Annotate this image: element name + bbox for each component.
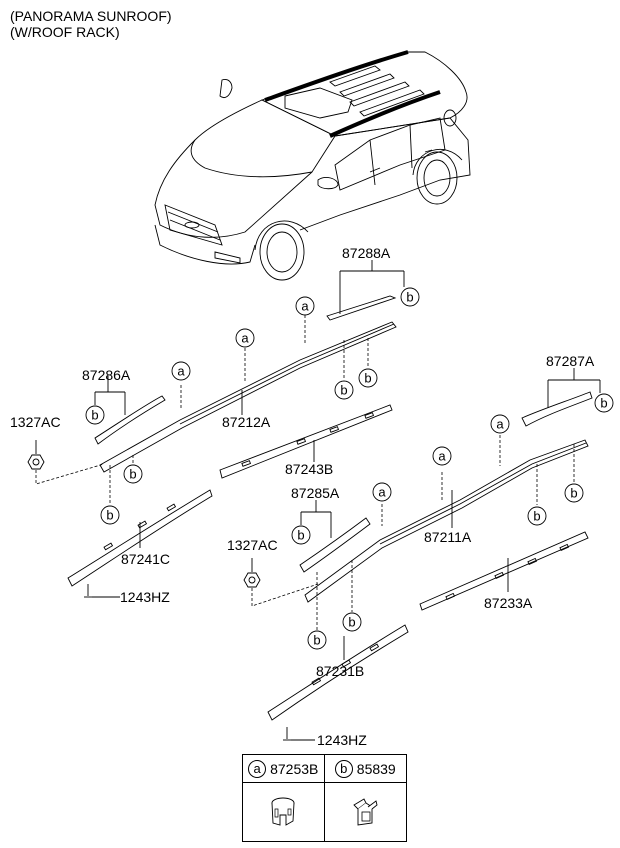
callout-a: a <box>490 414 510 434</box>
screw-1243HZ-left-icon <box>84 584 92 598</box>
svg-text:b: b <box>364 371 371 386</box>
part-87211A-shape[interactable] <box>304 439 589 603</box>
clip-cap-icon <box>271 797 295 826</box>
svg-text:b: b <box>570 486 577 501</box>
callout-b: b <box>291 525 311 545</box>
svg-text:b: b <box>129 467 136 482</box>
legend-image-b <box>325 783 407 841</box>
part-87231B-shape[interactable] <box>267 624 409 721</box>
svg-text:a: a <box>241 331 249 346</box>
legend-header-b: b 85839 <box>324 755 406 783</box>
callout-a: a <box>295 296 315 316</box>
callout-b: b <box>564 483 584 503</box>
label-87286A: 87286A <box>82 367 131 383</box>
label-87241C: 87241C <box>121 551 170 567</box>
roof-rail-right-highlight <box>329 90 441 138</box>
svg-text:b: b <box>406 290 413 305</box>
label-87287A: 87287A <box>546 353 595 369</box>
svg-text:b: b <box>297 528 304 543</box>
label-87211A: 87211A <box>424 529 472 545</box>
callout-a: a <box>235 328 255 348</box>
callout-b: b <box>85 405 105 425</box>
label-1243HZ-bottom: 1243HZ <box>317 732 367 748</box>
callout-b: b <box>358 368 378 388</box>
label-1327AC-mid: 1327AC <box>227 537 278 553</box>
callout-b: b <box>342 612 362 632</box>
callout-a: a <box>372 482 392 502</box>
svg-text:a: a <box>177 364 185 379</box>
nut-1327AC-left-icon <box>27 454 45 470</box>
svg-text:b: b <box>533 509 540 524</box>
label-1243HZ-left: 1243HZ <box>120 589 170 605</box>
retainer-clip-icon <box>353 798 378 826</box>
callout-b: b <box>100 505 120 525</box>
roof-rail-left-highlight <box>264 50 409 102</box>
svg-text:b: b <box>340 383 347 398</box>
callout-b: b <box>123 464 143 484</box>
svg-text:a: a <box>378 485 386 500</box>
svg-text:a: a <box>438 449 446 464</box>
part-87286A-shape[interactable] <box>94 395 166 445</box>
part-87233A-shape[interactable] <box>419 531 589 611</box>
callout-b: b <box>334 380 354 400</box>
part-87243B-shape[interactable] <box>219 404 393 479</box>
part-87285A-shape[interactable] <box>299 517 371 573</box>
part-87212A-shape[interactable] <box>99 321 397 473</box>
screw-1243HZ-bottom-icon <box>283 727 291 741</box>
callout-a: a <box>171 361 191 381</box>
callout-b: b <box>307 630 327 650</box>
svg-text:a: a <box>301 299 309 314</box>
part-87287A-shape[interactable] <box>521 391 593 427</box>
label-87212A: 87212A <box>222 414 271 430</box>
svg-text:b: b <box>91 408 98 423</box>
svg-text:a: a <box>496 417 504 432</box>
label-87288A: 87288A <box>342 245 391 261</box>
diagram-title-line1: (PANORAMA SUNROOF) <box>10 8 172 24</box>
nut-1327AC-mid-icon <box>243 572 261 588</box>
svg-text:b: b <box>600 396 607 411</box>
label-87243B: 87243B <box>285 461 333 477</box>
svg-text:b: b <box>313 633 320 648</box>
part-87288A-shape[interactable] <box>326 295 397 321</box>
label-1327AC-left: 1327AC <box>10 414 61 430</box>
legend-key-b: b <box>334 759 353 778</box>
label-87285A: 87285A <box>291 485 340 501</box>
legend-part-number-b: 85839 <box>356 760 396 777</box>
label-87233A: 87233A <box>484 595 533 611</box>
legend-header-a: a 87253B <box>243 755 325 783</box>
diagram-title-line2: (W/ROOF RACK) <box>10 24 120 40</box>
callout-b: b <box>400 287 420 307</box>
legend-image-a <box>243 783 325 841</box>
legend-part-number-a: 87253B <box>270 760 319 777</box>
label-87231B: 87231B <box>316 663 364 679</box>
callout-b: b <box>594 393 614 413</box>
legend-key-a: a <box>248 759 267 778</box>
svg-text:b: b <box>348 615 355 630</box>
callout-a: a <box>432 446 452 466</box>
fastener-legend: a 87253B b 85839 <box>242 754 407 842</box>
svg-text:b: b <box>106 508 113 523</box>
vehicle-illustration <box>154 50 471 281</box>
callout-b: b <box>527 506 547 526</box>
